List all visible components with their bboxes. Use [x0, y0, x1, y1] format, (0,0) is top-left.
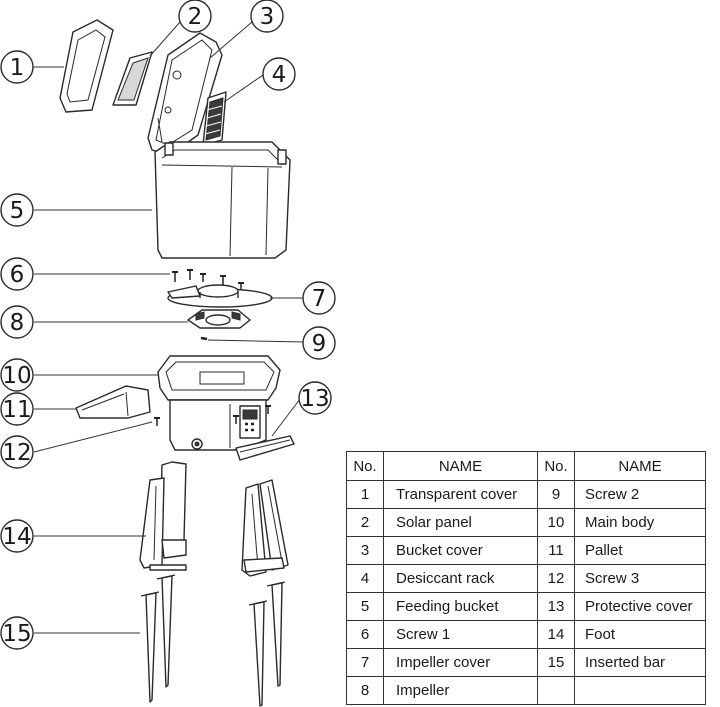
cell-no: 2	[346, 508, 384, 537]
header-no-right: No.	[537, 451, 575, 481]
desiccant-rack-part	[202, 91, 227, 146]
pallet-part	[75, 385, 151, 419]
cell-name: Feeding bucket	[383, 592, 538, 621]
callout-15-label: 15	[2, 621, 31, 647]
table-row: 6 Screw 1 14 Foot	[346, 620, 706, 649]
callout-5-label: 5	[10, 198, 25, 224]
cell-no: 4	[346, 564, 384, 593]
cell-name: Screw 1	[383, 620, 538, 649]
callout-8-label: 8	[10, 310, 25, 336]
callout-7-label: 7	[312, 286, 327, 312]
parts-table: No. NAME No. NAME 1 Transparent cover 9 …	[346, 451, 706, 705]
leader-lines	[33, 21, 305, 634]
callout-3-label: 3	[260, 4, 275, 30]
transparent-cover-part	[59, 19, 114, 113]
cell-name: Pallet	[574, 536, 706, 565]
callout-7: 7	[302, 281, 336, 315]
table-header-row: No. NAME No. NAME	[346, 451, 706, 481]
cell-name: Transparent cover	[383, 480, 538, 509]
cell-name: Impeller cover	[383, 648, 538, 677]
callout-14: 14	[0, 519, 34, 553]
callout-8: 8	[0, 305, 34, 339]
callout-14-label: 14	[2, 524, 31, 550]
callout-4-label: 4	[272, 62, 287, 88]
cell-no: 9	[537, 480, 575, 509]
header-no-left: No.	[346, 451, 384, 481]
screw-1-part	[172, 269, 244, 293]
callout-2-label: 2	[188, 4, 203, 30]
callout-10-label: 10	[2, 363, 31, 389]
callout-1-label: 1	[10, 55, 25, 81]
cell-no: 1	[346, 480, 384, 509]
callout-11: 11	[0, 392, 34, 426]
cell-no: 10	[537, 508, 575, 537]
callout-2: 2	[178, 0, 212, 33]
main-body-part	[157, 355, 281, 451]
table-row: 8 Impeller	[346, 676, 706, 705]
cell-name: Screw 2	[574, 480, 706, 509]
cell-no: 12	[537, 564, 575, 593]
header-name-left: NAME	[383, 451, 538, 481]
protective-cover-part	[235, 435, 295, 461]
cell-name: Solar panel	[383, 508, 538, 537]
table-row: 3 Bucket cover 11 Pallet	[346, 536, 706, 565]
cell-no: 8	[346, 676, 384, 705]
callout-1: 1	[0, 50, 34, 84]
cell-name: Screw 3	[574, 564, 706, 593]
header-name-right: NAME	[574, 451, 706, 481]
cell-name: Protective cover	[574, 592, 706, 621]
callout-6: 6	[0, 257, 34, 291]
cell-no: 14	[537, 620, 575, 649]
solar-panel-part	[112, 51, 153, 106]
foot-part-right	[241, 479, 289, 577]
bucket-cover-part	[147, 32, 223, 156]
cell-no: 6	[346, 620, 384, 649]
table-row: 5 Feeding bucket 13 Protective cover	[346, 592, 706, 621]
cell-no: 13	[537, 592, 575, 621]
table-row: 7 Impeller cover 15 Inserted bar	[346, 648, 706, 677]
impeller-part	[187, 309, 251, 329]
cell-name: Inserted bar	[574, 648, 706, 677]
callout-11-label: 11	[2, 397, 31, 423]
feeding-bucket-part	[154, 141, 291, 259]
cell-no: 15	[537, 648, 575, 677]
cell-name: Impeller	[383, 676, 538, 705]
cell-no: 7	[346, 648, 384, 677]
cell-no: 11	[537, 536, 575, 565]
callout-12: 12	[0, 435, 34, 469]
callout-4: 4	[262, 57, 296, 91]
callout-15: 15	[0, 616, 34, 650]
inserted-bar-part	[140, 574, 286, 707]
callout-12-label: 12	[2, 440, 31, 466]
cell-no: 5	[346, 592, 384, 621]
callout-13: 13	[298, 381, 332, 415]
cell-name	[574, 676, 706, 705]
foot-part-left	[139, 461, 187, 571]
table-row: 2 Solar panel 10 Main body	[346, 508, 706, 537]
impeller-cover-part	[167, 284, 273, 308]
cell-name: Desiccant rack	[383, 564, 538, 593]
screw-3-part	[154, 405, 271, 426]
cell-no: 3	[346, 536, 384, 565]
table-row: 1 Transparent cover 9 Screw 2	[346, 480, 706, 509]
screw-2-part	[200, 336, 208, 341]
callout-9: 9	[302, 326, 336, 360]
callout-10: 10	[0, 358, 34, 392]
callout-9-label: 9	[312, 331, 327, 357]
cell-name: Foot	[574, 620, 706, 649]
callout-6-label: 6	[10, 262, 25, 288]
cell-name: Bucket cover	[383, 536, 538, 565]
callout-5: 5	[0, 193, 34, 227]
callout-13-label: 13	[300, 386, 329, 412]
callout-3: 3	[250, 0, 284, 33]
table-row: 4 Desiccant rack 12 Screw 3	[346, 564, 706, 593]
cell-no	[537, 676, 575, 705]
cell-name: Main body	[574, 508, 706, 537]
